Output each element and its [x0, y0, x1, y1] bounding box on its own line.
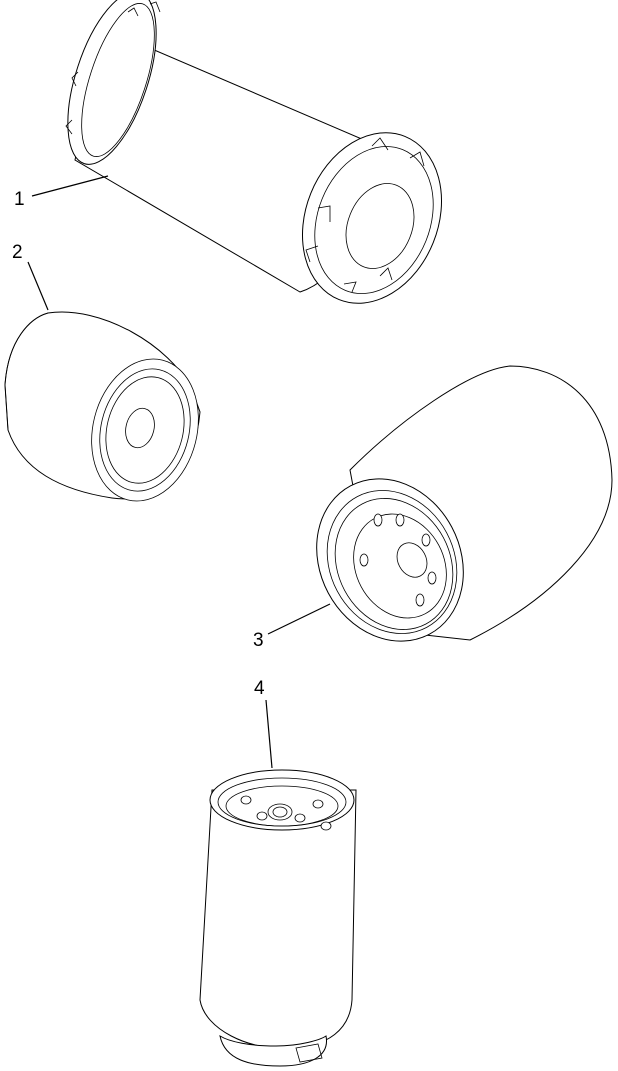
- callout-1: 1: [14, 189, 25, 210]
- leader-lines: [27, 175, 331, 769]
- air-filter-cartridge-icon: [65, 0, 443, 304]
- spin-on-filter-large-icon: [316, 365, 613, 642]
- callout-3: 3: [253, 630, 264, 651]
- spin-on-oil-filter-small-icon: [4, 311, 201, 502]
- callout-4: 4: [254, 678, 265, 699]
- callout-2: 2: [12, 242, 23, 263]
- fuel-water-separator-filter-icon: [199, 769, 357, 1067]
